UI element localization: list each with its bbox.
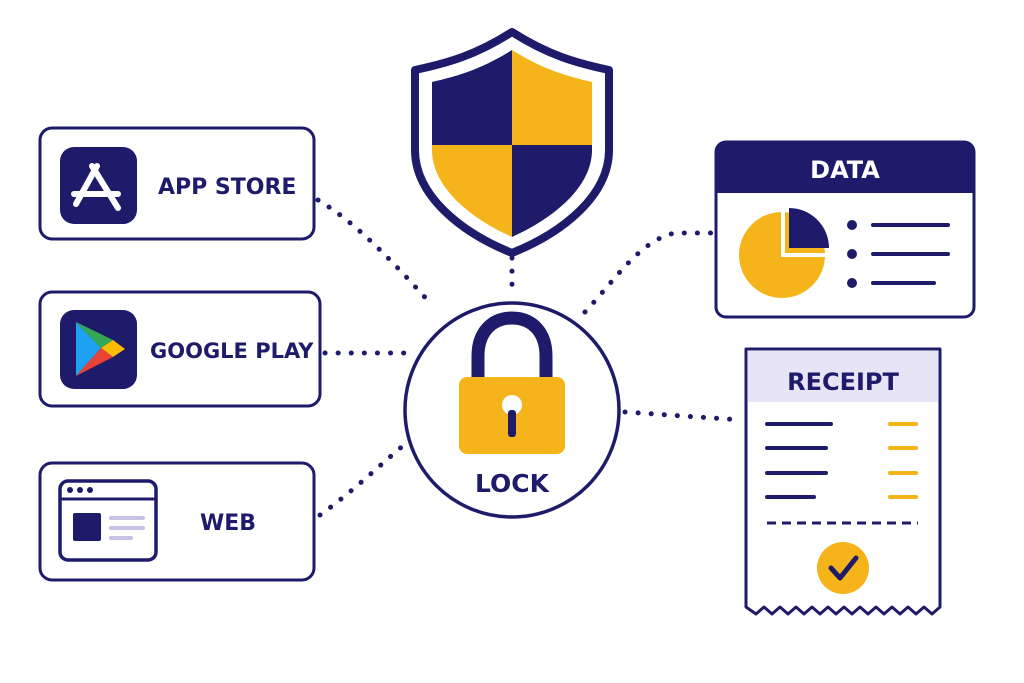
receipt-card[interactable]: RECEIPT xyxy=(744,347,942,616)
connector-web xyxy=(317,437,413,518)
data-list-icon xyxy=(847,220,950,288)
data-title: DATA xyxy=(810,156,880,184)
pie-chart-icon xyxy=(739,208,829,298)
source-card-google-play[interactable]: GOOGLE PLAY xyxy=(38,290,322,408)
source-card-web[interactable]: WEB xyxy=(38,461,316,582)
app-store-icon xyxy=(60,147,137,224)
lock-label: LOCK xyxy=(475,469,551,498)
checkmark-icon xyxy=(817,542,869,594)
source-label-web: WEB xyxy=(200,511,256,536)
data-card[interactable]: DATA xyxy=(714,140,976,319)
connector-data xyxy=(582,230,715,315)
connector-receipt xyxy=(622,409,745,423)
source-label-app-store: APP STORE xyxy=(158,175,296,200)
connectors xyxy=(315,197,745,518)
lock-node: LOCK xyxy=(403,301,621,519)
shield-icon xyxy=(411,28,613,257)
connector-app-store xyxy=(315,197,435,308)
receipt-title: RECEIPT xyxy=(787,368,899,396)
browser-window-icon xyxy=(58,479,158,562)
receipt-lines xyxy=(765,422,918,499)
padlock-icon xyxy=(459,311,565,454)
source-label-google-play: GOOGLE PLAY xyxy=(150,339,314,363)
google-play-icon xyxy=(60,310,137,389)
source-card-app-store[interactable]: APP STORE xyxy=(38,126,316,241)
